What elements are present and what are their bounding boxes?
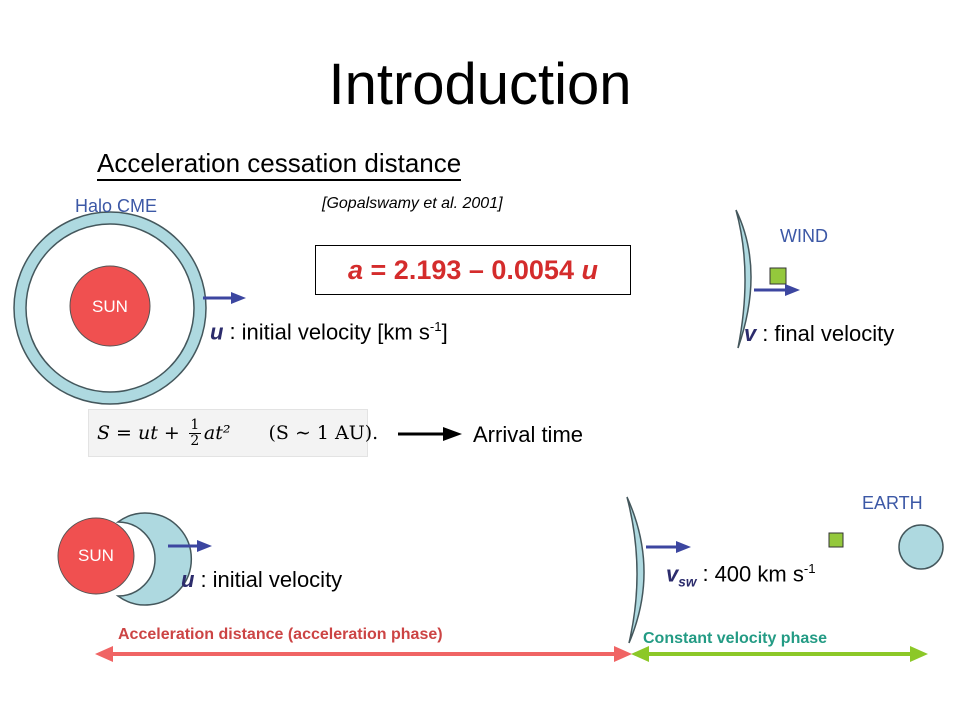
eq-rhs: at²: [203, 422, 231, 444]
section-subtitle: Acceleration cessation distance: [97, 148, 462, 181]
arrival-time-label: Arrival time: [473, 422, 584, 447]
u-text: initial velocity [km s: [241, 319, 430, 345]
wind-spacecraft: [769, 267, 787, 285]
sun-label-bottom: SUN: [78, 546, 114, 565]
earth-spacecraft: [828, 532, 844, 548]
cme-crescent-bottom: [115, 512, 193, 606]
vsw-label: vsw:400 km s-1: [666, 561, 816, 590]
earth-label: EARTH: [862, 493, 923, 513]
u-arrow-head-top: [231, 292, 246, 304]
u-label-top: u:initial velocity [km s-1]: [210, 319, 448, 345]
eq-frac-num: 1: [190, 416, 200, 433]
v-text: final velocity: [774, 321, 895, 346]
kinematic-equation: S = ut + 1 2 at² (S ∼ 1 AU).: [88, 409, 378, 457]
eq-frac-den: 2: [190, 432, 200, 449]
arrival-arrow-head: [443, 427, 462, 441]
v-symbol: v: [744, 321, 757, 346]
u-label-bottom: u:initial velocity: [181, 567, 342, 593]
formula-body: = 2.193 – 0.0054: [363, 254, 582, 285]
u-text-bottom: initial velocity: [212, 567, 343, 592]
u-symbol-bottom: u: [181, 567, 195, 592]
eq-frac-bar: [188, 432, 201, 434]
accel-phase-head-left: [95, 646, 113, 662]
eq-condition: (S ∼ 1 AU).: [268, 422, 379, 444]
vsw-sep: :: [702, 561, 709, 587]
slide-title: Introduction: [328, 52, 632, 117]
u-sup: -1: [429, 319, 442, 334]
const-phase-head-right: [910, 646, 928, 662]
earth-circle: [898, 524, 944, 570]
vsw-subscript: sw: [678, 574, 697, 590]
formula-a: a: [348, 254, 364, 285]
u-symbol: u: [210, 319, 224, 345]
v-arrow-head: [785, 284, 800, 296]
u-sep: :: [229, 319, 236, 345]
u-sep-bottom: :: [200, 567, 207, 592]
accel-phase-head-right: [614, 646, 632, 662]
v-sep: :: [762, 321, 769, 346]
vsw-sup: -1: [803, 561, 816, 576]
v-label: v:final velocity: [744, 321, 894, 347]
vsw-symbol: v: [666, 561, 679, 587]
acceleration-formula: a = 2.193 – 0.0054 u: [315, 245, 631, 295]
eq-lhs: S = ut +: [97, 422, 186, 444]
formula-u: u: [581, 254, 598, 285]
citation: [Gopalswamy et al. 2001]: [322, 195, 503, 212]
sun-label-top: SUN: [92, 297, 128, 316]
shock-arc-top: [735, 209, 752, 349]
halo-cme-label: Halo CME: [75, 196, 158, 216]
wind-label: WIND: [780, 226, 828, 246]
u-arrow-head-bottom: [197, 540, 212, 552]
u-close: ]: [441, 319, 448, 345]
vsw-text: 400 km s: [714, 561, 804, 587]
eq-fraction: 1 2: [188, 416, 201, 449]
shock-arc-bottom: [626, 496, 645, 644]
const-phase-head-left: [631, 646, 649, 662]
sun-top: [69, 265, 151, 347]
vsw-arrow-head: [676, 541, 691, 553]
accel-phase-label: Acceleration distance (acceleration phas…: [118, 626, 443, 643]
const-phase-label: Constant velocity phase: [643, 630, 828, 647]
sun-bottom: [57, 517, 135, 595]
